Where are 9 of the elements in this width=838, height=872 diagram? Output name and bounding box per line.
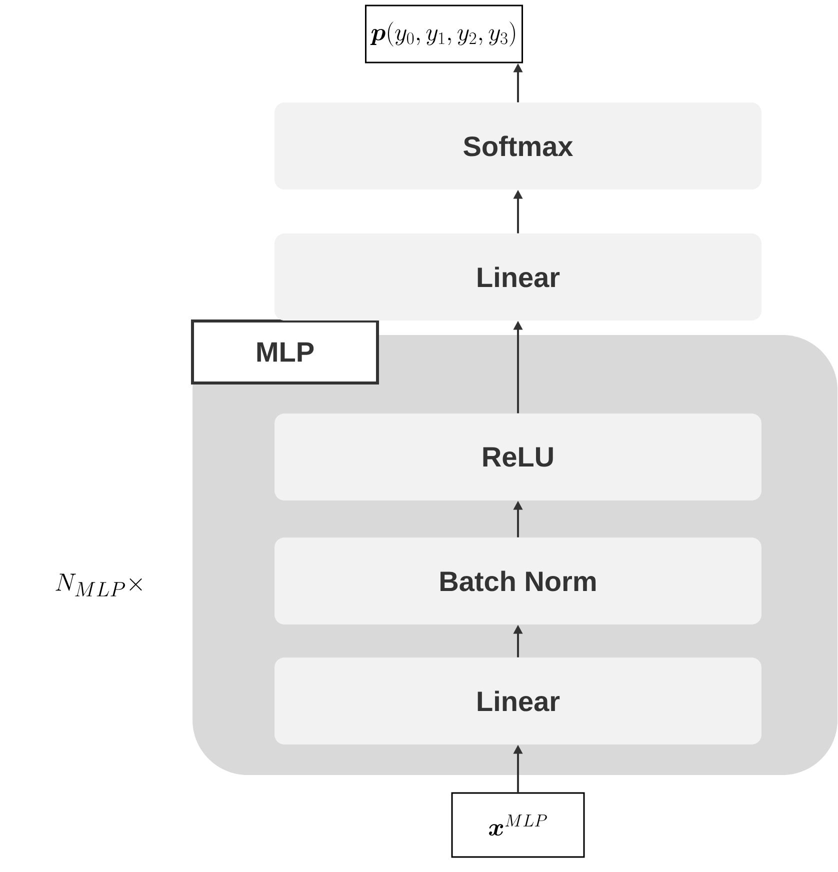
layer-box: Linear bbox=[274, 658, 762, 744]
formula-box: $\boldsymbol{x}^{MLP}$ bbox=[451, 792, 585, 858]
layer-box: Softmax bbox=[274, 102, 762, 190]
formula-box: $\boldsymbol{p}(y_0, y_1, y_2, y_3)$ bbox=[365, 4, 524, 64]
layer-box: ReLU bbox=[274, 414, 762, 500]
layer-box: Linear bbox=[274, 234, 762, 320]
repeat-count: $N_{MLP} \times$ bbox=[56, 574, 142, 596]
group-label: MLP bbox=[191, 320, 379, 384]
layer-box: Batch Norm bbox=[274, 538, 762, 624]
